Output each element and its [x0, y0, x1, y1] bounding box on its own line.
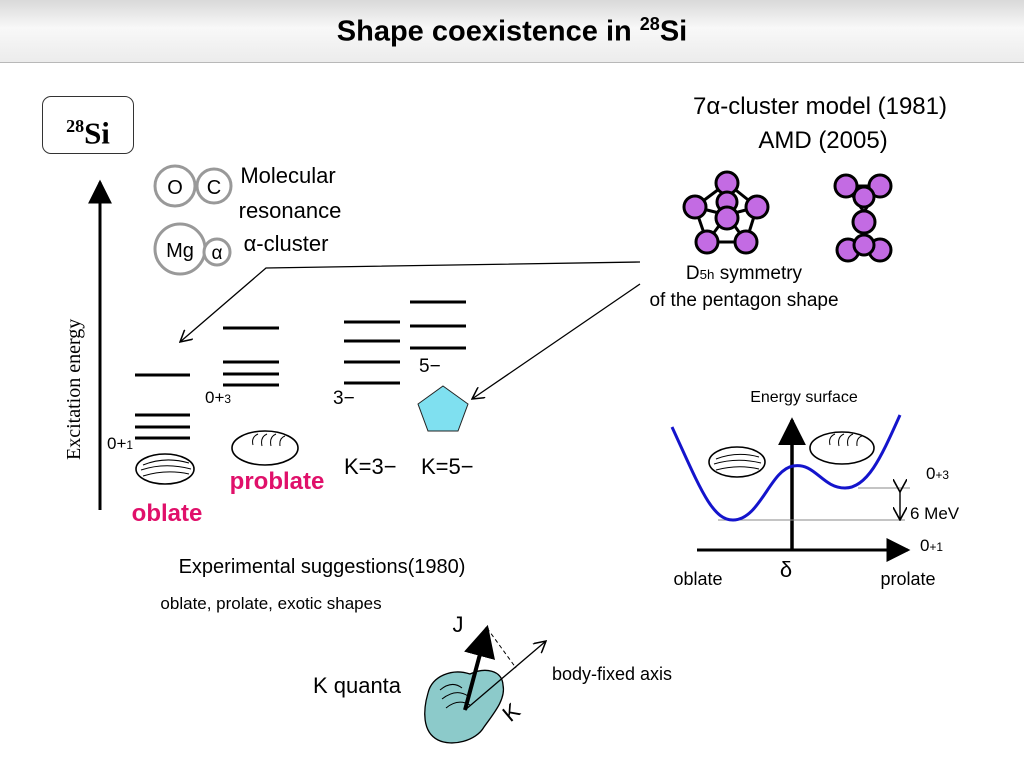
- energy-state-01-label: 0+1: [920, 536, 943, 555]
- state-3minus-label: 3−: [333, 388, 355, 409]
- j-vector: [463, 624, 495, 711]
- projection-line: [486, 627, 517, 669]
- body-fixed-axis-label: body-fixed axis: [552, 664, 672, 684]
- oxygen-label: O: [167, 177, 183, 199]
- nucleus-box: 28Si: [42, 96, 134, 154]
- body-fixed-axis: [464, 641, 546, 711]
- oxygen-circle: [153, 164, 197, 208]
- state-03-label: 0+3: [205, 388, 231, 407]
- prolate-shape-icon: [231, 430, 299, 466]
- delta-label: δ: [780, 557, 792, 582]
- oblate-shape-label: oblate: [132, 500, 203, 527]
- title-bar: [0, 0, 1024, 63]
- nucleus-mass: 28: [66, 116, 85, 136]
- title-text: Shape coexistence in: [336, 15, 640, 48]
- j-label: J: [453, 612, 464, 637]
- experimental-label: Experimental suggestions(1980): [179, 556, 466, 578]
- arrow-to-oblate-band: [180, 261, 641, 342]
- alpha-cluster-label: α-cluster: [244, 231, 329, 256]
- state-01-label: 0+1: [107, 434, 133, 453]
- excitation-axis-label: Excitation energy: [63, 319, 85, 460]
- side-view-cluster-icon: [833, 173, 893, 263]
- molecular-label: Molecular: [240, 163, 335, 188]
- d5h-label: D5h symmetry: [686, 263, 803, 284]
- prolate-band-levels: [223, 326, 279, 387]
- prolate-shape-label: problate: [230, 468, 325, 495]
- energy-state-03-label: 0+3: [926, 464, 949, 483]
- cluster-model-label: 7α-cluster model (1981): [693, 93, 947, 120]
- alpha-label: α: [212, 243, 223, 264]
- energy-oblate-label: oblate: [673, 569, 722, 589]
- resonance-label: resonance: [239, 198, 342, 223]
- k5-band-levels: [410, 300, 466, 350]
- energy-surface-oblate-icon: [708, 446, 766, 478]
- energy-prolate-label: prolate: [880, 569, 935, 589]
- state-5minus-label: 5−: [419, 356, 441, 377]
- k5-band-label: K=5−: [421, 454, 474, 479]
- pentagon-icon: [417, 385, 469, 432]
- title-mass: 28: [639, 14, 660, 34]
- oblate-shape-icon: [135, 453, 195, 485]
- carbon-circle: [195, 167, 233, 205]
- pentagon-shape-label: of the pentagon shape: [649, 290, 838, 311]
- arrow-to-pentagon: [472, 283, 641, 399]
- nucleus-element: Si: [84, 115, 110, 151]
- k-quanta-label: K quanta: [313, 673, 402, 698]
- k3-band-label: K=3−: [344, 454, 397, 479]
- amd-label: AMD (2005): [758, 127, 887, 154]
- pentagon-cluster-icon: [682, 170, 770, 255]
- title-element: Si: [659, 15, 688, 48]
- energy-surface-title: Energy surface: [750, 389, 858, 406]
- oblate-band-levels: [135, 373, 190, 440]
- energy-surface-curve: [670, 414, 902, 522]
- gap-label: 6 MeV: [910, 504, 960, 523]
- energy-surface-prolate-icon: [809, 431, 875, 465]
- k3-band-levels: [344, 320, 400, 385]
- carbon-label: C: [207, 177, 221, 199]
- slide-title: Shape coexistence in 28Si: [0, 14, 1024, 49]
- k-label: K: [498, 698, 526, 727]
- alpha-circle: [202, 237, 232, 267]
- magnesium-label: Mg: [166, 240, 194, 262]
- experimental-shapes-label: oblate, prolate, exotic shapes: [160, 594, 381, 613]
